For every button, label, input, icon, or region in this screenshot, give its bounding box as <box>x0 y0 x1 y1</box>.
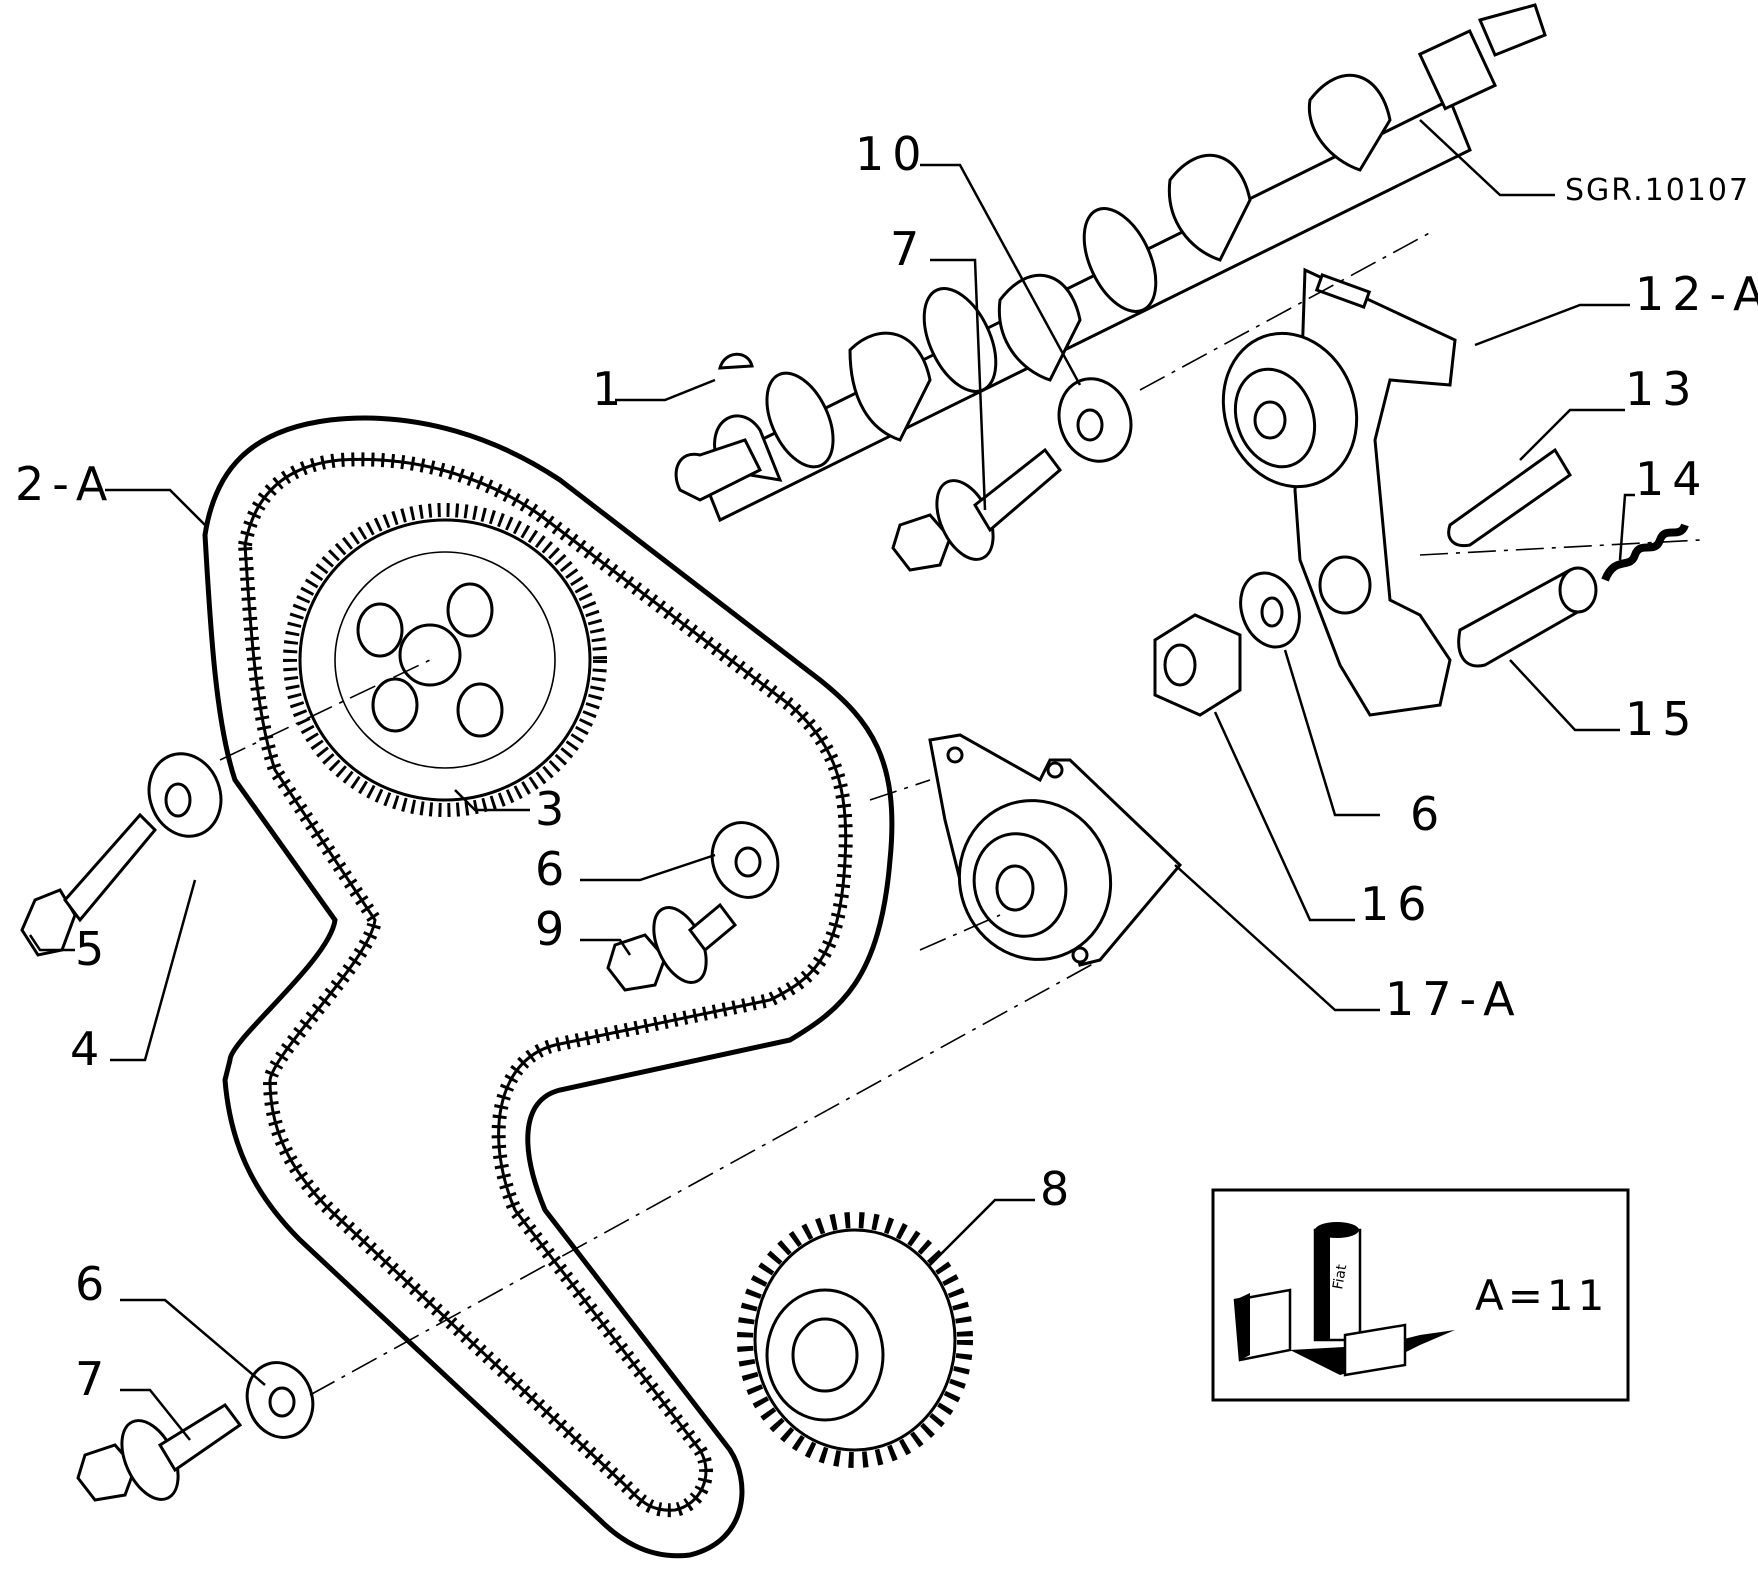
spring-14 <box>1601 523 1689 582</box>
washer-10-hole <box>1076 408 1104 442</box>
callout-14: 14 <box>1635 452 1710 506</box>
callout-6-right: 6 <box>1410 787 1447 841</box>
callout-15: 15 <box>1625 692 1700 746</box>
assembly-center-lines <box>219 229 1701 1396</box>
callout-17a: 17-A <box>1385 972 1523 1026</box>
sleeve-15 <box>1457 567 1593 668</box>
crankshaft-pulley <box>737 1212 973 1468</box>
callout-10: 10 <box>855 127 930 181</box>
bolt-7-lower <box>76 1403 243 1502</box>
callout-12a: 12-A <box>1635 267 1758 321</box>
tensioner-17a <box>928 733 1183 967</box>
woodruff-key <box>717 352 754 370</box>
bolt-7-upper <box>891 447 1063 572</box>
callout-8: 8 <box>1040 1162 1077 1216</box>
callout-13: 13 <box>1625 362 1700 416</box>
timing-belt <box>202 415 895 1559</box>
washer-6-center-hole <box>734 846 762 878</box>
washer-6-right-hole <box>1260 596 1284 628</box>
sleeve-15-end <box>1558 566 1598 614</box>
fiat-sealant-icon: Fiat <box>1233 1222 1455 1377</box>
callout-4: 4 <box>70 1022 107 1076</box>
callout-9: 9 <box>535 902 572 956</box>
callout-7-upper: 7 <box>890 222 927 276</box>
leader-lines <box>28 119 1635 1441</box>
washer-4-hole <box>164 782 192 818</box>
tensioner-12a <box>1221 267 1457 717</box>
figure-reference: SGR.10107 <box>1565 173 1750 208</box>
nut-16 <box>1153 613 1242 717</box>
callout-7-lower: 7 <box>75 1352 112 1406</box>
camshaft-pulley <box>283 503 607 817</box>
callout-3: 3 <box>535 782 572 836</box>
nut-16-hole <box>1163 643 1197 687</box>
callout-6-lower: 6 <box>75 1257 112 1311</box>
callout-16: 16 <box>1360 877 1435 931</box>
washer-6-lower-hole <box>268 1386 296 1418</box>
stud-13 <box>1447 447 1573 548</box>
callout-labels: 1 2-A 3 4 5 6 6 6 7 7 8 9 10 12-A 13 14 … <box>15 127 1758 1406</box>
inset-quantity-label: A=11 <box>1475 1271 1608 1320</box>
callout-5: 5 <box>75 922 112 976</box>
callout-2a: 2-A <box>15 457 115 511</box>
can-brand-text: Fiat <box>1330 1263 1350 1291</box>
quantity-inset: Fiat A=11 <box>1211 1188 1630 1402</box>
bolt-9 <box>606 902 738 992</box>
callout-6-center: 6 <box>535 842 572 896</box>
callout-1: 1 <box>592 362 629 416</box>
camshaft <box>674 3 1547 523</box>
